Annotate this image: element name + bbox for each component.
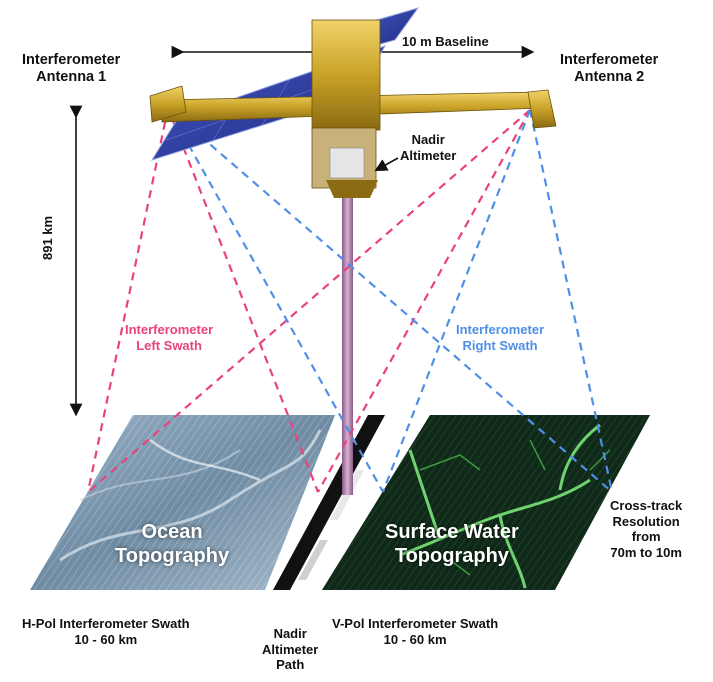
- right-swath-lines: [167, 107, 614, 493]
- altitude-label: 891 km: [40, 215, 55, 260]
- nadir-altimeter-label: Nadir Altimeter: [400, 132, 457, 163]
- satellite-icon: [149, 7, 557, 198]
- ocean-topography-label: Ocean Topography: [115, 521, 230, 567]
- surface-water-tile: [322, 415, 650, 590]
- antenna1-label: Interferometer Antenna 1: [22, 52, 121, 86]
- left-swath-label: Interferometer Left Swath: [125, 322, 214, 353]
- surface-water-topography-label: Surface Water Topography: [385, 521, 519, 567]
- antenna2-label: Interferometer Antenna 2: [560, 52, 659, 86]
- crosstrack-label: Cross-track Resolution from 70m to 10m: [610, 498, 683, 560]
- hpol-swath-label: H-Pol Interferometer Swath 10 - 60 km: [22, 616, 190, 647]
- left-swath-lines: [86, 107, 531, 493]
- nadir-altimeter-pointer: [374, 157, 399, 172]
- ocean-topography-tile: [30, 415, 335, 590]
- nadir-beam: [342, 195, 353, 495]
- baseline-label: 10 m Baseline: [402, 34, 489, 49]
- vpol-swath-label: V-Pol Interferometer Swath 10 - 60 km: [332, 616, 499, 647]
- nadir-path-label: Nadir Altimeter Path: [262, 626, 319, 673]
- right-swath-label: Interferometer Right Swath: [456, 322, 545, 353]
